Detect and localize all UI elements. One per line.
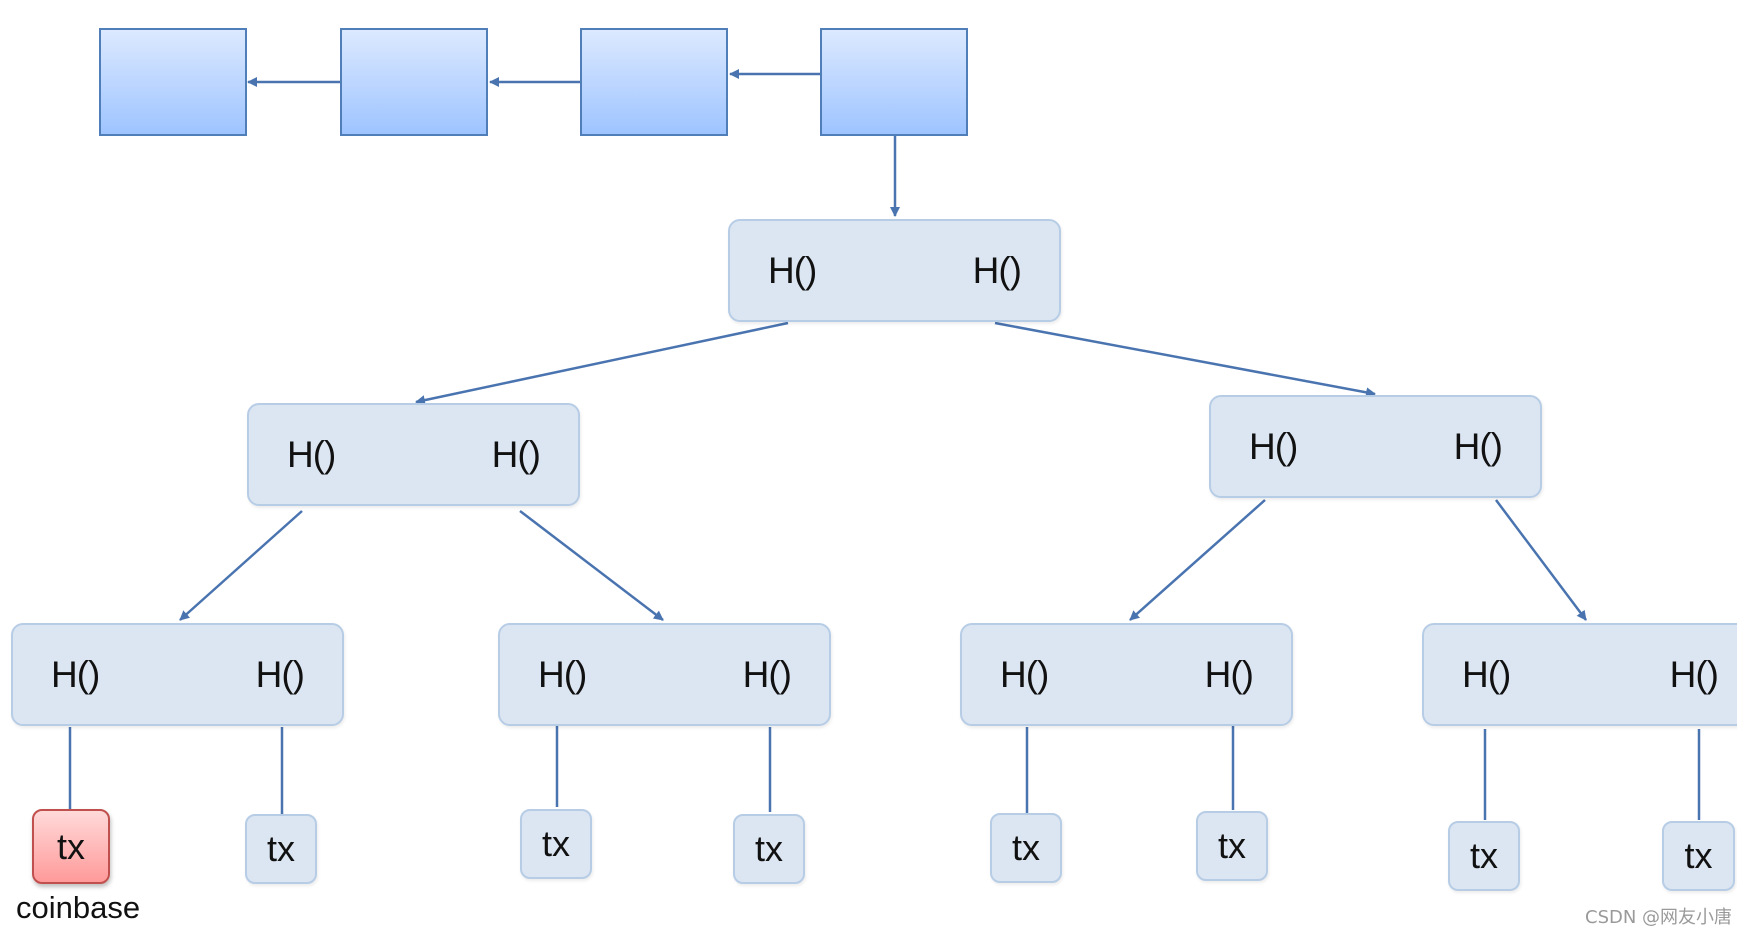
hash-pointer-left: H(): [1000, 653, 1049, 695]
l1-left-to-l2-b-arrow: [519, 510, 664, 621]
merkle-node-l1-right: H() H(): [1209, 395, 1542, 498]
transaction-leaf: tx: [245, 814, 317, 884]
merkle-node-l2-a: H() H(): [11, 623, 344, 726]
hash-pointer-right: H(): [1453, 425, 1503, 467]
l1-right-to-l2-c-arrow: [1129, 499, 1266, 621]
root-to-l1-left-arrow: [415, 321, 789, 406]
hash-pointer-right: H(): [491, 433, 541, 475]
transaction-leaf: tx: [520, 809, 592, 879]
hash-pointer-left: H(): [1249, 425, 1298, 467]
hash-pointer-left: H(): [1462, 653, 1511, 695]
hash-pointer-right: H(): [1204, 653, 1254, 695]
hash-pointer-right: H(): [972, 249, 1022, 291]
hash-pointer-left: H(): [51, 653, 100, 695]
coinbase-transaction: tx: [32, 809, 110, 884]
merkle-node-l1-left: H() H(): [247, 403, 580, 506]
hash-pointer-left: H(): [538, 653, 587, 695]
l1-left-to-l2-a-arrow: [179, 510, 303, 621]
hash-pointer-right: H(): [742, 653, 792, 695]
block-3: [580, 28, 728, 136]
block-1: [99, 28, 247, 136]
transaction-leaf: tx: [1196, 811, 1268, 881]
hash-pointer-right: H(): [255, 653, 305, 695]
merkle-node-l2-d: H() H(): [1422, 623, 1737, 726]
transaction-leaf: tx: [1448, 821, 1520, 891]
merkle-node-l2-c: H() H(): [960, 623, 1293, 726]
transaction-leaf: tx: [1662, 821, 1735, 891]
hash-pointer-left: H(): [287, 433, 336, 475]
hash-pointer-right: H(): [1669, 653, 1719, 695]
transaction-leaf: tx: [733, 814, 805, 884]
l1-right-to-l2-d-arrow: [1495, 499, 1587, 621]
watermark: CSDN @网友小唐: [1585, 907, 1733, 928]
merkle-node-l2-b: H() H(): [498, 623, 831, 726]
root-to-l1-right-arrow: [994, 321, 1376, 398]
merkle-root-node: H() H(): [728, 219, 1061, 322]
block-4: [820, 28, 968, 136]
block-2: [340, 28, 488, 136]
transaction-leaf: tx: [990, 813, 1062, 883]
coinbase-label: coinbase: [16, 890, 141, 925]
hash-pointer-left: H(): [768, 249, 817, 291]
